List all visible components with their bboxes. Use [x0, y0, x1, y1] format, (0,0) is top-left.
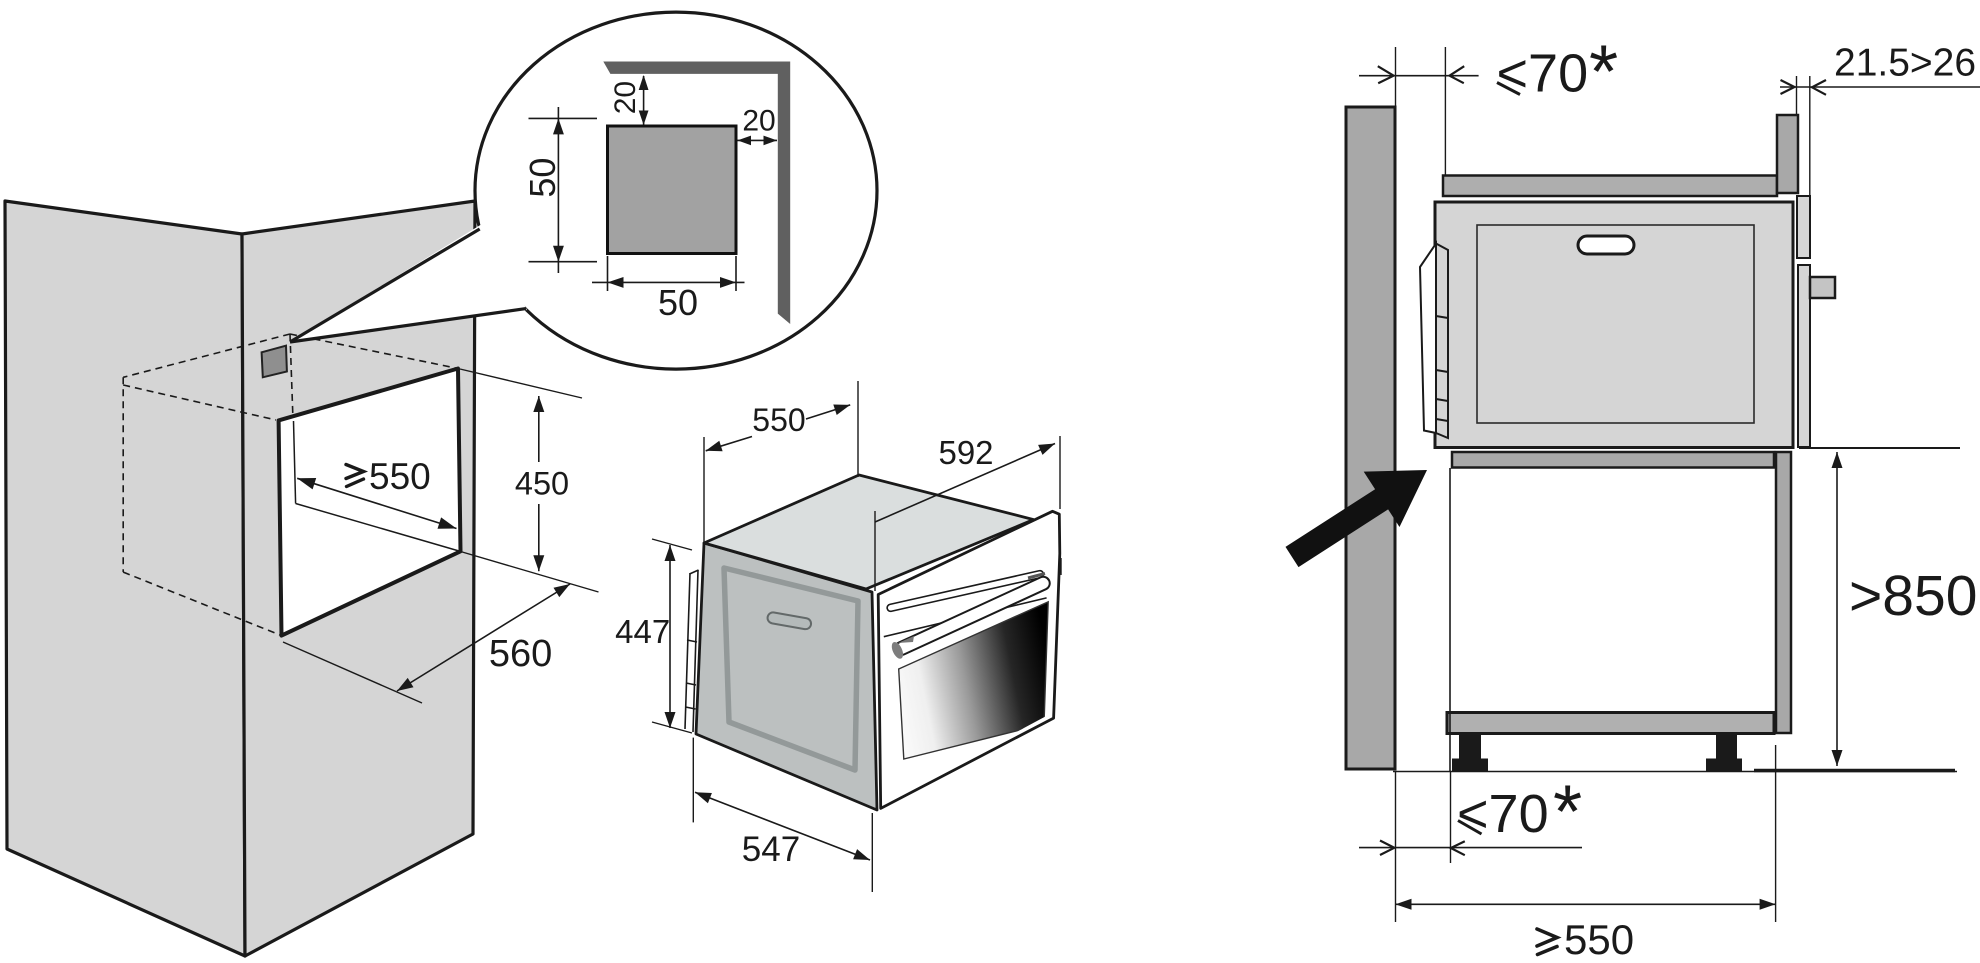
svg-text:50: 50 [658, 282, 698, 323]
svg-text:>850: >850 [1849, 564, 1977, 628]
svg-text:20: 20 [609, 81, 642, 114]
svg-text:450: 450 [515, 466, 569, 502]
svg-text:592: 592 [938, 434, 993, 471]
svg-text:547: 547 [742, 830, 800, 869]
svg-text:550: 550 [752, 402, 805, 438]
svg-text:<70: <70 [1497, 44, 1589, 104]
svg-text:550: 550 [369, 456, 431, 497]
svg-text:50: 50 [522, 158, 563, 198]
svg-text:560: 560 [489, 633, 552, 675]
svg-text:*: * [1553, 770, 1582, 854]
svg-text:<70: <70 [1457, 784, 1549, 844]
svg-text:21.5>26: 21.5>26 [1834, 42, 1976, 85]
svg-text:447: 447 [615, 613, 670, 650]
svg-text:20: 20 [742, 105, 775, 138]
svg-text:*: * [1589, 30, 1618, 114]
svg-text:550: 550 [1564, 916, 1634, 963]
